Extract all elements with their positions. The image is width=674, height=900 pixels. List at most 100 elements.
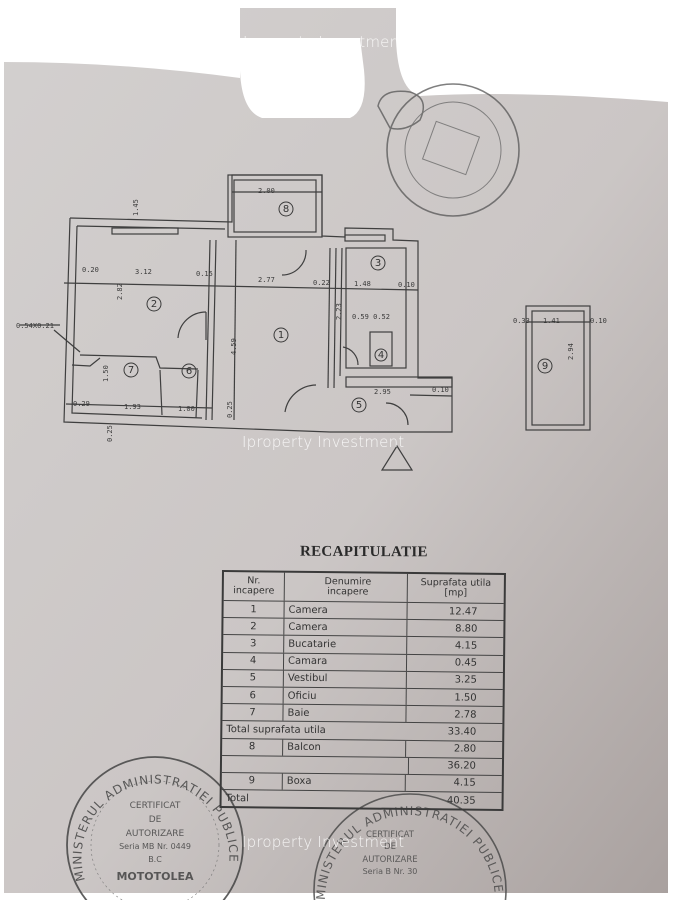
svg-text:2.00: 2.00 [258,187,275,195]
total-util-row: Total suprafata utila 33.40 [222,720,503,741]
svg-text:0.29: 0.29 [73,400,90,408]
cell-name: Bucatarie [284,636,408,654]
svg-text:0.33: 0.33 [513,317,530,325]
svg-text:CERTIFICAT: CERTIFICAT [130,801,181,811]
cell-area: 12.47 [448,605,478,618]
svg-text:0.10: 0.10 [432,386,449,394]
cell-nr: 6 [222,686,284,704]
cell-nr: 7 [222,704,284,721]
svg-text:0.10: 0.10 [590,317,607,325]
cell-area: 0.45 [454,657,478,669]
cell-name: Camara [283,653,408,671]
svg-text:3: 3 [375,258,381,269]
cell-nr: 5 [222,669,284,687]
svg-text:1.45: 1.45 [132,199,140,216]
cell-name: Boxa [282,773,406,791]
watermark-top: Iproperty Investment [243,33,406,51]
cell-area: 4.15 [454,640,478,652]
cell-area: 1.50 [454,691,477,704]
svg-text:Seria B Nr. 30: Seria B Nr. 30 [363,867,418,876]
svg-text:MINISTERUL ADMINISTRATIEI PUBL: MINISTERUL ADMINISTRATIEI PUBLICE [314,804,506,900]
svg-text:1.00: 1.00 [178,405,195,413]
svg-text:3.12: 3.12 [135,268,152,276]
svg-text:MINISTERUL ADMINISTRATIEI PUBL: MINISTERUL ADMINISTRATIEI PUBLICE [70,772,240,882]
svg-text:5: 5 [356,400,362,411]
svg-text:2.77: 2.77 [258,276,275,284]
svg-text:8: 8 [283,204,289,215]
cell-nr: 8 [222,738,284,756]
cell-nr: 2 [223,618,285,636]
cell-area: 4.15 [453,777,476,790]
watermark-middle: Iproperty Investment [242,433,405,451]
room-1-label: 1 [278,330,284,341]
svg-text:0.25: 0.25 [226,401,234,418]
cell-nr: 3 [223,635,285,653]
svg-text:9: 9 [542,361,548,372]
svg-text:0.54X0.21: 0.54X0.21 [16,322,54,330]
svg-text:CERTIFICAT: CERTIFICAT [366,830,415,840]
recap-title: RECAPITULATIE [300,543,428,561]
cell-area: 2.78 [454,709,477,721]
svg-text:2.94: 2.94 [567,343,575,360]
svg-text:DE: DE [149,815,162,825]
svg-text:0.25: 0.25 [106,425,114,442]
svg-text:AUTORIZARE: AUTORIZARE [126,829,185,839]
svg-text:4: 4 [378,350,384,361]
svg-text:MOTOTOLEA: MOTOTOLEA [116,870,194,883]
svg-text:2.23: 2.23 [335,303,343,320]
svg-text:1.41: 1.41 [543,317,560,325]
total-util-label: Total suprafata utila [226,723,326,737]
cell-name: Balcon [283,739,407,757]
svg-text:6: 6 [186,366,192,377]
subtotal-label [221,755,410,774]
svg-text:2.82: 2.82 [116,283,124,300]
svg-text:0.59 0.52: 0.59 0.52 [352,313,390,321]
svg-text:2: 2 [151,299,157,310]
cell-nr: 1 [223,601,285,618]
cell-area: 8.80 [455,623,478,635]
svg-text:0.22: 0.22 [313,279,330,287]
stamp-top-right [377,83,520,217]
subtotal-row: 36.20 [221,754,503,775]
svg-text:DE: DE [384,842,396,852]
svg-text:0.20: 0.20 [82,266,99,274]
cell-name: Baie [283,704,407,723]
svg-text:AUTORIZARE: AUTORIZARE [362,855,417,865]
header-area-unit: [mp] [444,587,468,599]
svg-text:B.C: B.C [148,855,162,864]
cell-area: 2.80 [453,743,477,755]
svg-text:1.50: 1.50 [102,365,110,382]
total-util-value: 33.40 [447,726,477,738]
stamp-bottom-left: CERTIFICAT DE AUTORIZARE Seria MB Nr. 04… [66,756,244,900]
watermark-bottom: Iproperty Investment [242,833,405,851]
svg-text:4.59: 4.59 [230,338,238,355]
svg-text:1.93: 1.93 [124,403,141,411]
svg-text:0.10: 0.10 [398,281,415,289]
svg-text:2.95: 2.95 [374,388,391,396]
total-value: 40.35 [446,795,476,807]
cell-name: Vestibul [283,670,407,688]
cell-nr: 9 [221,772,283,790]
svg-text:7: 7 [128,365,134,376]
subtotal-value: 36.20 [447,760,477,772]
cell-name: Camera [284,618,408,637]
svg-text:0.15: 0.15 [196,270,213,278]
cell-name: Camera [284,601,408,620]
svg-text:1.48: 1.48 [354,280,371,288]
cell-area: 3.25 [454,674,477,687]
cell-name: Oficiu [283,687,407,706]
